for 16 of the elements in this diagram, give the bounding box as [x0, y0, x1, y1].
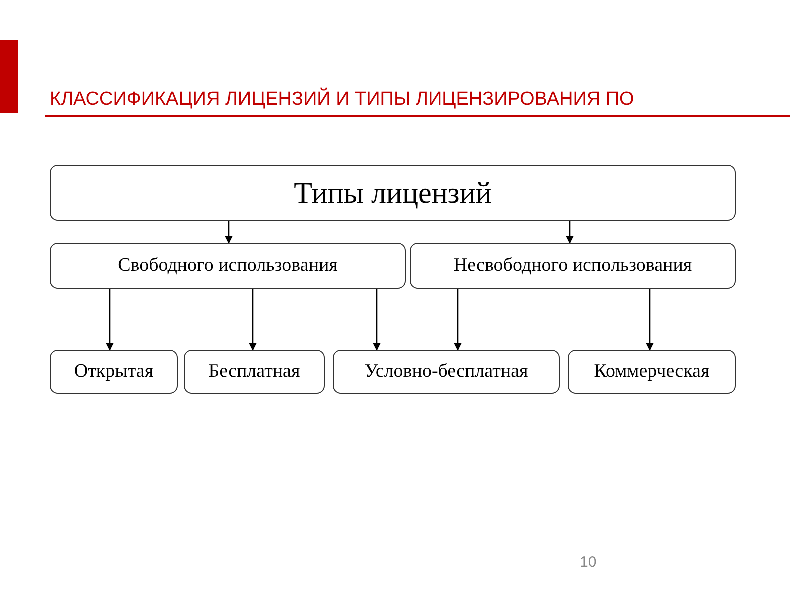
category-box: Условно-бесплатная	[333, 350, 560, 394]
category-box: Несвободного использования	[410, 243, 736, 289]
arrow	[373, 289, 381, 351]
arrow	[106, 289, 114, 351]
category-box: Свободного использования	[50, 243, 406, 289]
category-box: Бесплатная	[184, 350, 325, 394]
arrow	[566, 221, 574, 244]
category-box: Открытая	[50, 350, 178, 394]
arrow	[646, 289, 654, 351]
slide-title: КЛАССИФИКАЦИЯ ЛИЦЕНЗИЙ И ТИПЫ ЛИЦЕНЗИРОВАНИЯ ПО	[50, 86, 634, 112]
category-box: Коммерческая	[568, 350, 736, 394]
arrow	[454, 289, 462, 351]
arrow	[249, 289, 257, 351]
category-box: Типы лицензий	[50, 165, 736, 221]
page-number: 10	[580, 553, 597, 573]
arrow	[225, 221, 233, 244]
